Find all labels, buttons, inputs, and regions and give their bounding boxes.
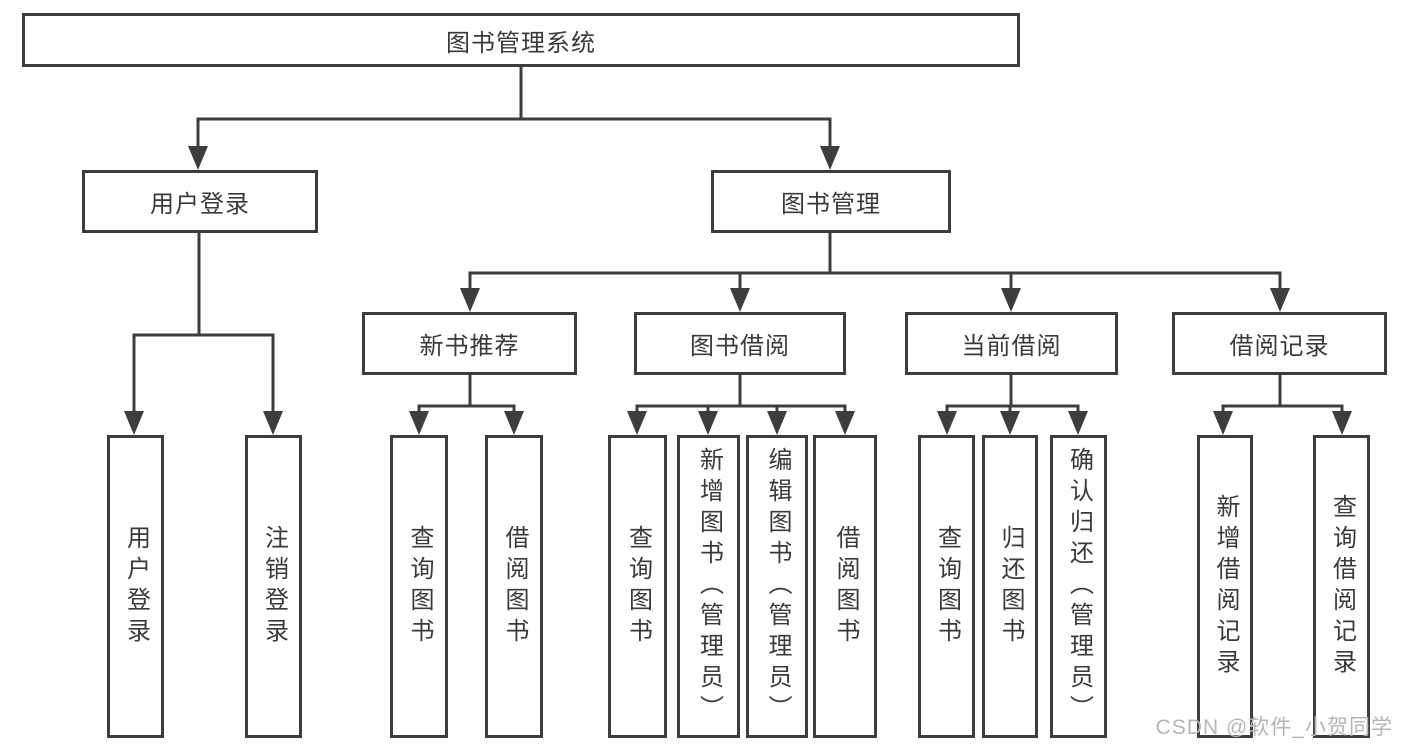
node-login-user-label: 用户登录 [122, 524, 150, 649]
node-cb-query: 查询图书 [918, 435, 975, 738]
node-book-mgmt-label: 图书管理 [781, 191, 881, 218]
watermark: CSDN @软件_小贺同学 [1155, 716, 1393, 739]
node-user-login: 用户登录 [82, 170, 318, 233]
node-cb-return: 归还图书 [982, 435, 1038, 738]
node-book-borrow-label: 图书借阅 [690, 333, 790, 360]
node-nb-query: 查询图书 [390, 435, 448, 738]
node-bb-query-label: 查询图书 [624, 524, 652, 649]
node-login-user: 用户登录 [107, 435, 164, 738]
node-book-borrow: 图书借阅 [634, 312, 846, 375]
node-br-query: 查询借阅记录 [1313, 435, 1370, 738]
node-book-mgmt: 图书管理 [711, 170, 951, 233]
node-bb-borrow-label: 借阅图书 [832, 524, 859, 649]
node-cb-confirm: 确认归还（管理员） [1050, 435, 1107, 738]
node-root-label: 图书管理系统 [446, 29, 596, 57]
node-br-query-label: 查询借阅记录 [1328, 493, 1356, 680]
node-bb-add-label: 新增图书（管理员） [695, 447, 723, 726]
node-br-add: 新增借阅记录 [1197, 435, 1253, 738]
node-new-books-label: 新书推荐 [419, 333, 520, 360]
node-bb-edit: 编辑图书（管理员） [746, 435, 808, 738]
node-cb-return-label: 归还图书 [997, 524, 1024, 649]
node-current-borrow: 当前借阅 [905, 312, 1118, 375]
node-root: 图书管理系统 [22, 13, 1020, 67]
node-nb-borrow: 借阅图书 [485, 435, 543, 738]
node-borrow-records: 借阅记录 [1172, 312, 1387, 375]
node-new-books: 新书推荐 [362, 312, 577, 375]
node-br-add-label: 新增借阅记录 [1212, 493, 1239, 680]
node-cb-confirm-label: 确认归还（管理员） [1065, 447, 1093, 726]
node-borrow-records-label: 借阅记录 [1229, 333, 1330, 360]
node-bb-edit-label: 编辑图书（管理员） [764, 447, 791, 726]
node-bb-add: 新增图书（管理员） [677, 435, 740, 738]
node-current-borrow-label: 当前借阅 [961, 333, 1062, 360]
node-login-logout: 注销登录 [245, 435, 302, 738]
node-login-logout-label: 注销登录 [260, 524, 288, 649]
node-nb-borrow-label: 借阅图书 [501, 524, 528, 649]
node-cb-query-label: 查询图书 [933, 524, 961, 649]
node-bb-borrow: 借阅图书 [813, 435, 877, 738]
node-bb-query: 查询图书 [608, 435, 667, 738]
node-user-login-label: 用户登录 [150, 191, 250, 218]
node-nb-query-label: 查询图书 [406, 524, 433, 649]
